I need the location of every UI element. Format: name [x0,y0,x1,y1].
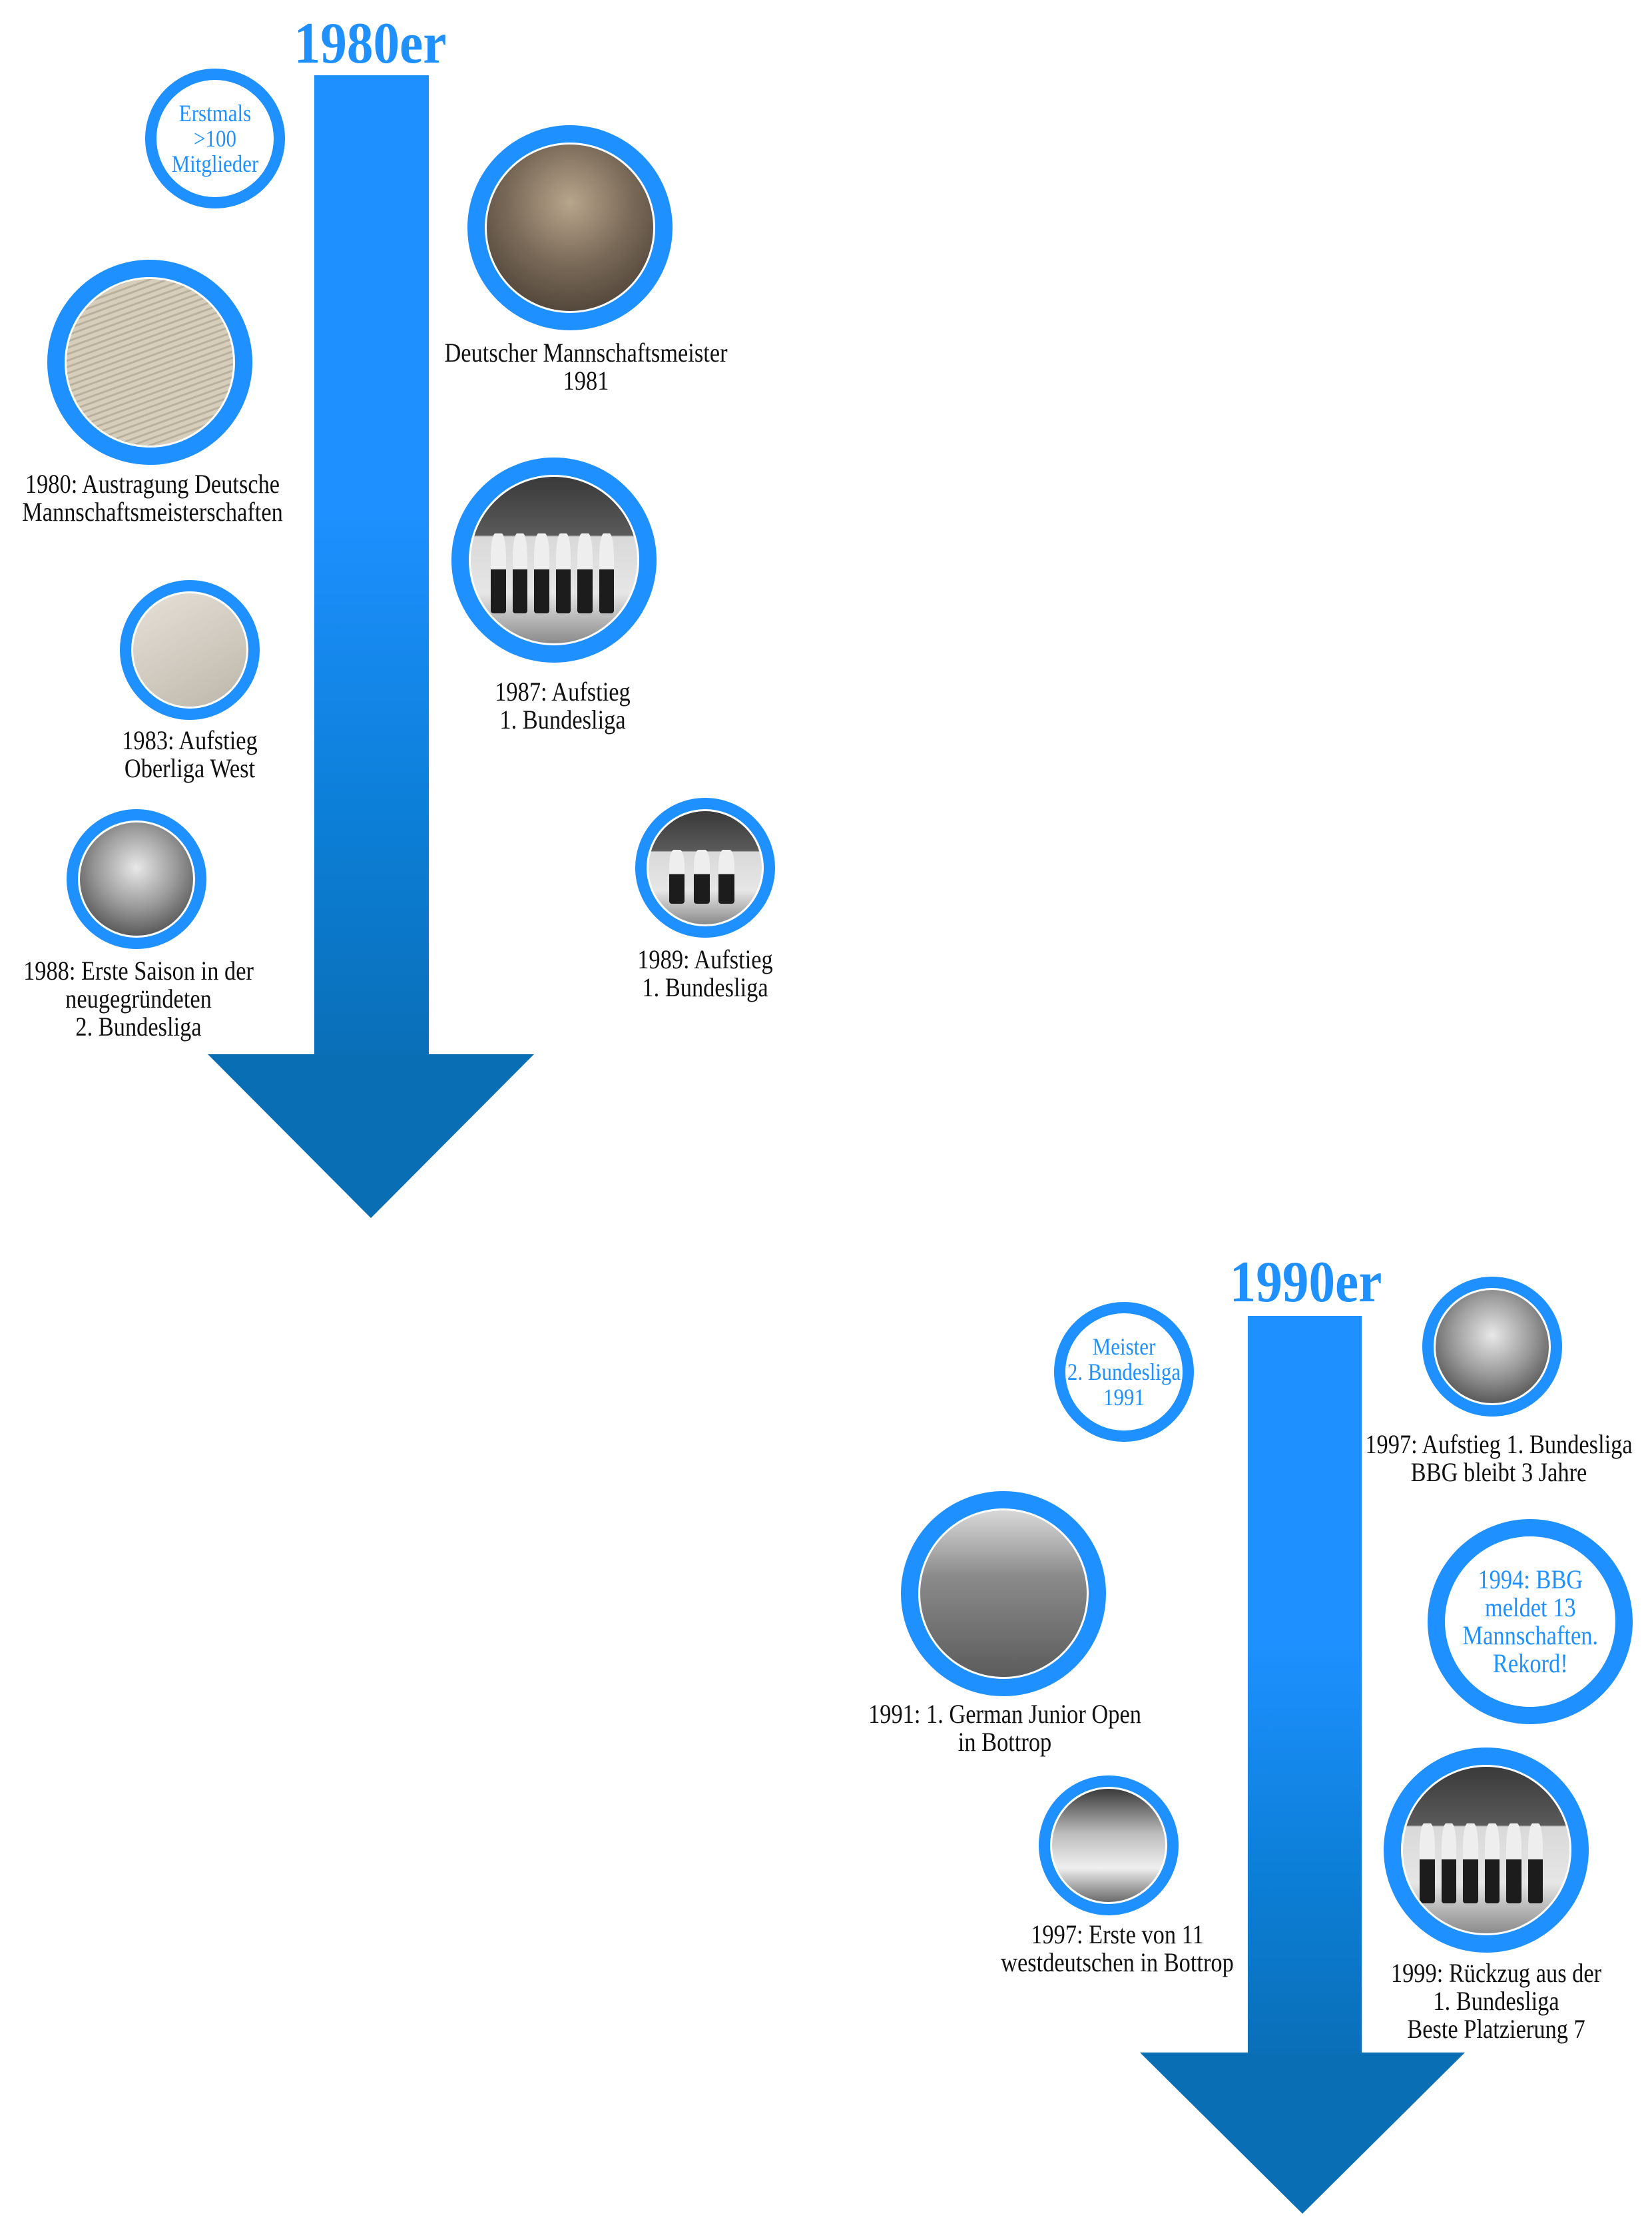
event-caption-1989: 1989: Aufstieg 1. Bundesliga [637,946,773,1002]
caption-line: 2. Bundesliga [75,1012,202,1042]
caption-line: 1997: Erste von 11 [1031,1919,1204,1949]
caption-line: 1988: Erste Saison in der [23,956,254,986]
newspaper-photo [67,279,233,446]
bubble-line: meldet 13 [1484,1592,1576,1622]
decade-title-1990: 1990er [1229,1250,1382,1315]
event-caption-1999: 1999: Rückzug aus der 1. Bundesliga Best… [1391,1959,1601,2043]
bubble-line: 1991 [1103,1384,1145,1411]
caption-line: BBG bleibt 3 Jahre [1410,1457,1587,1487]
caption-line: 1. Bundesliga [1433,1986,1559,2016]
team-photo [649,811,762,924]
bubble-line: 1994: BBG [1478,1564,1583,1594]
event-caption-1983: 1983: Aufstieg Oberliga West [122,727,258,783]
milestone-bubble-meister-1991: Meister 2. Bundesliga 1991 [1054,1302,1194,1442]
caption-line: 1980: Austragung Deutsche [25,469,280,499]
bubble-line: Meister [1092,1333,1156,1360]
team-photo [471,477,637,643]
team-photo [487,145,653,311]
event-photo-1997-aufstieg [1422,1277,1562,1417]
bubble-line: 2. Bundesliga [1067,1359,1181,1385]
event-photo-1983 [120,580,260,720]
player-photo [920,1510,1087,1677]
caption-line: in Bottrop [958,1727,1052,1757]
decade-title-1980: 1980er [294,11,447,76]
caption-line: westdeutschen in Bottrop [1001,1947,1234,1977]
player-photo [80,822,193,936]
event-caption-1997-aufstieg: 1997: Aufstieg 1. Bundesliga BBG bleibt … [1365,1431,1632,1486]
bubble-line: Rekord! [1492,1648,1568,1678]
player-photo [1052,1789,1165,1902]
photo [133,593,246,707]
event-caption-1980: 1980: Austragung Deutsche Mannschaftsmei… [22,470,283,526]
timeline-arrow-head-1980 [208,1054,534,1218]
caption-line: 1. Bundesliga [499,705,626,735]
event-photo-1981-champion [467,125,673,330]
event-photo-1999 [1384,1748,1589,1953]
team-photo [1403,1767,1569,1933]
event-caption-1997-erste: 1997: Erste von 11 westdeutschen in Bott… [1001,1921,1234,1977]
player-photo [1436,1290,1549,1403]
caption-line: Mannschaftsmeisterschaften [22,497,283,527]
event-caption-1991: 1991: 1. German Junior Open in Bottrop [868,1700,1141,1756]
caption-line: neugegründeten [65,984,212,1014]
caption-line: 1997: Aufstieg 1. Bundesliga [1365,1429,1633,1459]
timeline-arrow-shaft-1980 [314,75,429,1056]
caption-line: 1999: Rückzug aus der [1390,1958,1602,1988]
caption-line: 1991: 1. German Junior Open [868,1699,1141,1729]
caption-line: 1989: Aufstieg [637,944,773,974]
event-photo-1988 [67,809,206,949]
timeline-arrow-shaft-1990 [1248,1316,1362,2054]
milestone-bubble-members: Erstmals >100 Mitglieder [145,69,285,208]
bubble-line: Erstmals [178,100,252,127]
timeline-arrow-head-1990 [1140,2053,1465,2214]
event-photo-1991-junior-open [901,1491,1106,1696]
event-caption-1988: 1988: Erste Saison in der neugegründeten… [23,957,254,1041]
caption-line: 1983: Aufstieg [122,725,258,755]
caption-line: Deutscher Mannschaftsmeister [444,338,728,368]
bubble-line: Mannschaften. [1462,1620,1598,1650]
caption-line: Beste Platzierung 7 [1407,2014,1585,2044]
event-photo-1987 [451,458,657,663]
bubble-line: >100 [194,125,236,152]
caption-line: 1987: Aufstieg [495,677,631,707]
event-caption-1981: Deutscher Mannschaftsmeister 1981 [444,339,727,395]
event-photo-1980-championships [47,260,252,465]
caption-line: 1981 [563,366,609,396]
bubble-line: Mitglieder [171,151,259,177]
event-caption-1987: 1987: Aufstieg 1. Bundesliga [495,678,631,734]
milestone-bubble-1994: 1994: BBG meldet 13 Mannschaften. Rekord… [1428,1519,1633,1724]
event-photo-1989 [635,798,775,938]
event-photo-1997-erste [1039,1775,1179,1915]
caption-line: Oberliga West [124,753,256,783]
caption-line: 1. Bundesliga [642,972,768,1002]
